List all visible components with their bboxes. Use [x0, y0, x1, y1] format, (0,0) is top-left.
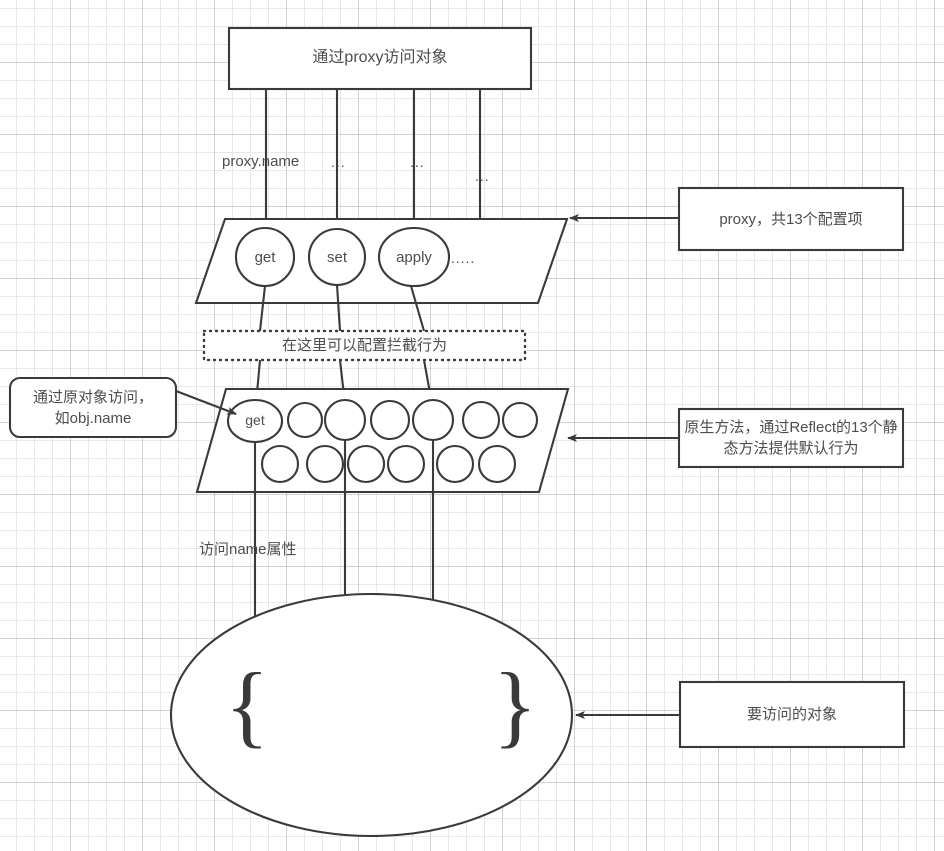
edge-label-ellipsis-1: ...	[331, 154, 346, 170]
reflect-method-get-label: get	[245, 412, 265, 429]
reflect-annotation-label: 原生方法，通过Reflect的13个静态方法提供默认行为	[684, 419, 898, 457]
target-annotation-label: 要访问的对象	[746, 706, 837, 723]
reflect-method-blank	[501, 401, 539, 439]
reflect-method-blank	[411, 398, 455, 442]
origin-access-label: 通过原对象访问， 如obj.name	[10, 378, 176, 437]
reflect-method-blank	[260, 444, 300, 484]
interceptor-note-shape	[202, 329, 527, 362]
title-box-label: 通过proxy访问对象	[312, 49, 448, 67]
reflect-method-blank	[323, 398, 367, 442]
title-box-shape	[227, 26, 533, 91]
target-object-open-brace: {	[225, 654, 270, 756]
line-get-to-note	[258, 285, 267, 332]
trap-label-set: set	[326, 248, 347, 266]
reflect-method-blank	[477, 444, 517, 484]
reflect-method-blank	[286, 401, 324, 439]
target-object-close-brace: }	[493, 654, 538, 756]
arrow-origin-access	[175, 390, 237, 415]
proxy-annotation-label: proxy，共13个配置项	[719, 210, 863, 228]
reflect-method-blank	[305, 444, 345, 484]
line-apply-to-note	[409, 285, 426, 332]
edge-label-proxy-name: proxy.name	[222, 153, 300, 170]
line-set-to-note	[335, 284, 342, 332]
reflect-method-blank	[435, 444, 475, 484]
trap-label-apply: apply	[396, 248, 432, 266]
edge-label-access-name-prop: 访问name属性	[199, 541, 297, 558]
target-object-shape	[169, 592, 574, 838]
interceptor-note-label: 在这里可以配置拦截行为	[281, 337, 447, 354]
trap-label-get: get	[254, 248, 276, 266]
origin-access-label-line2: 如obj.name	[54, 409, 132, 427]
reflect-method-blank	[386, 444, 426, 484]
proxy-annotation-box-shape	[677, 186, 905, 252]
origin-access-label-line1: 通过原对象访问，	[32, 388, 153, 406]
edge-label-ellipsis-3: ...	[475, 168, 490, 184]
trap-label-more: ......	[446, 250, 476, 266]
edge-label-ellipsis-2: ...	[410, 154, 425, 170]
reflect-method-blank	[346, 444, 386, 484]
reflect-method-blank	[461, 400, 501, 440]
trap-circle-apply	[377, 226, 451, 288]
origin-access-box-shape	[8, 376, 178, 439]
reflect-method-blank	[369, 399, 411, 441]
